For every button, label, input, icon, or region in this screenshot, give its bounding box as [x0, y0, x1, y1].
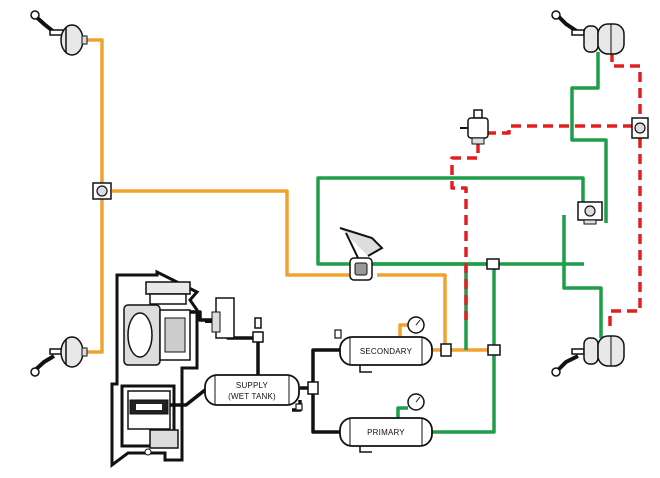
rear-right-lower-spring-brake — [551, 335, 625, 377]
parking-circuit-lines — [450, 52, 642, 330]
primary-tank: PRIMARY — [339, 417, 433, 453]
supply-tank: SUPPLY (WET TANK) — [204, 374, 300, 406]
secondary-tank: SECONDARY — [339, 336, 433, 373]
rear-relay-valve — [577, 201, 603, 225]
primary-pressure-gauge — [407, 393, 425, 411]
governor — [205, 297, 235, 339]
supply-tank-label-line1: SUPPLY — [236, 381, 269, 390]
air-dryer — [127, 390, 179, 456]
front-left-upper-brake-chamber — [30, 10, 88, 56]
primary-circuit-lines — [316, 52, 608, 434]
rear-quick-release-valve — [631, 117, 649, 139]
foot-brake-valve — [339, 227, 384, 281]
primary-tank-label: PRIMARY — [367, 428, 405, 437]
line-fittings — [252, 258, 501, 395]
rear-right-upper-spring-brake — [551, 10, 625, 55]
secondary-pressure-gauge — [407, 316, 425, 334]
drain-valves — [295, 329, 342, 411]
front-quick-release-valve — [92, 182, 112, 200]
secondary-tank-label: SECONDARY — [360, 347, 413, 356]
supply-tank-label-line2: (WET TANK) — [228, 392, 276, 401]
front-left-lower-brake-chamber — [30, 336, 88, 377]
supply-lines — [166, 310, 340, 434]
air-compressor — [123, 281, 191, 366]
park-control-valve — [460, 109, 489, 145]
